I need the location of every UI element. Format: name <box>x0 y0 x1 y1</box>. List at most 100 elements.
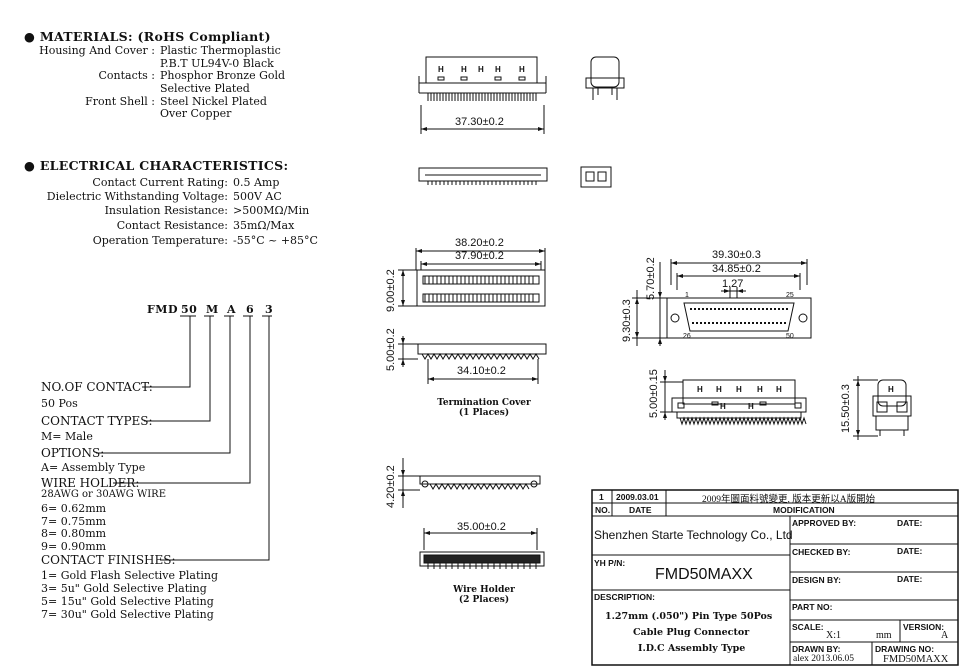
materials-value: P.B.T UL94V-0 Black <box>160 57 274 70</box>
pin-50-label: 50 <box>786 333 794 340</box>
materials-title-text: MATERIALS: (RoHS Compliant) <box>39 29 271 44</box>
dim-face-outer: 39.30±0.3 <box>712 249 761 261</box>
wire-holder-value: 28AWG or 30AWG WIRE <box>41 489 167 500</box>
drawn-by-label: DRAWN BY: <box>792 644 841 654</box>
checked-date-label: DATE: <box>897 546 923 556</box>
code-holder: 6 <box>246 303 255 316</box>
dim-side-left: 5.00±0.15 <box>648 369 660 418</box>
caption-line: Wire Holder <box>453 585 515 595</box>
electrical-label: Dielectric Withstanding Voltage: <box>46 190 228 203</box>
dim-face-height: 9.30±0.3 <box>621 299 633 342</box>
scale-value: X:1 <box>826 630 841 641</box>
checked-by-label: CHECKED BY: <box>792 547 851 557</box>
svg-text:H: H <box>736 385 742 394</box>
contact-finishes-value: 5= 15u" Gold Selective Plating <box>41 595 214 608</box>
dim-mid-height: 9.00±0.2 <box>385 269 397 312</box>
title-block-frame <box>591 489 959 666</box>
dim-cover-width: 34.10±0.2 <box>457 365 506 377</box>
side-view-small <box>585 56 625 100</box>
dim-side-right: 15.50±0.3 <box>840 384 852 433</box>
electrical-label: Insulation Resistance: <box>104 204 228 217</box>
caption-line: (1 Places) <box>458 408 510 418</box>
part-no-label: PART NO: <box>792 602 833 612</box>
wire-holder-value: 8= 0.80mm <box>41 527 107 540</box>
svg-text:H: H <box>757 385 763 394</box>
code-finish: 3 <box>265 303 274 316</box>
design-date-label: DATE: <box>897 574 923 584</box>
contact-finishes-value: 1= Gold Flash Selective Plating <box>41 569 219 582</box>
part-code-leaders <box>96 315 272 561</box>
dim-face-inner: 34.85±0.2 <box>712 263 761 275</box>
mating-face <box>632 259 812 346</box>
electrical-title-text: ELECTRICAL CHARACTERISTICS: <box>39 158 289 173</box>
version-value: A <box>941 630 949 641</box>
electrical-label: Contact Resistance: <box>116 219 228 232</box>
code-option: A <box>227 303 237 316</box>
approved-date-label: DATE: <box>897 518 923 528</box>
contact-types-label: CONTACT TYPES: <box>41 414 153 428</box>
electrical-label: Operation Temperature: <box>92 234 228 247</box>
options-label: OPTIONS: <box>41 446 105 460</box>
termination-cover-caption: Termination Cover (1 Places) <box>432 398 536 418</box>
no-of-contact-value: 50 Pos <box>41 397 78 410</box>
electrical-value: 0.5 Amp <box>233 176 280 189</box>
top-view <box>418 56 547 134</box>
revision-date: 2009.03.01 <box>616 492 659 502</box>
svg-text:H: H <box>776 385 782 394</box>
svg-text:H: H <box>519 65 525 74</box>
svg-text:H: H <box>748 402 754 411</box>
drawing-no-label: DRAWING NO: <box>875 644 935 654</box>
materials-label: Contacts : <box>98 69 155 82</box>
materials-value: Phosphor Bronze Gold <box>160 69 286 82</box>
front-view-strip <box>418 167 548 185</box>
header-date: DATE <box>629 505 652 515</box>
materials-value: Steel Nickel Plated <box>160 95 267 108</box>
code-contacts: 50 <box>181 303 198 316</box>
description-line: I.D.C Assembly Type <box>638 643 746 654</box>
wire-holder-caption: Wire Holder (2 Places) <box>432 585 536 605</box>
svg-text:H: H <box>888 385 894 394</box>
contact-types-value: M= Male <box>41 430 93 443</box>
pin-1-label: 1 <box>685 292 689 299</box>
pin-26-label: 26 <box>683 333 691 340</box>
code-type: M <box>206 303 219 316</box>
materials-value: Plastic Thermoplastic <box>160 44 281 57</box>
approved-by-label: APPROVED BY: <box>792 518 857 528</box>
contact-finishes-value: 3= 5u" Gold Selective Plating <box>41 582 207 595</box>
description-line: Cable Plug Connector <box>633 627 750 638</box>
svg-text:H: H <box>438 65 444 74</box>
electrical-value: 35mΩ/Max <box>233 219 295 232</box>
materials-label: Front Shell : <box>85 95 155 108</box>
electrical-value: -55°C ~ +85°C <box>233 234 318 247</box>
wire-holder-value: 7= 0.75mm <box>41 515 107 528</box>
part-number: FMD50MAXX <box>655 566 753 583</box>
dim-pitch: 1.27 <box>722 278 744 290</box>
dimension-arrows <box>401 127 860 535</box>
dim-top-width: 37.30±0.2 <box>455 116 504 128</box>
dim-mid-inner: 37.90±0.2 <box>455 250 504 262</box>
svg-text:H: H <box>716 385 722 394</box>
dim-holder-width: 35.00±0.2 <box>457 521 506 533</box>
drawn-by-value: alex 2013.06.05 <box>793 654 854 664</box>
options-value: A= Assembly Type <box>41 461 146 474</box>
electrical-value: 500V AC <box>233 190 282 203</box>
assembled-front <box>660 370 807 426</box>
svg-text:H: H <box>720 402 726 411</box>
drawing-no-value: FMD50MAXX <box>883 654 949 665</box>
pin-25-label: 25 <box>786 292 794 299</box>
scale-label: SCALE: <box>792 622 824 632</box>
svg-text:H: H <box>495 65 501 74</box>
side-view-strip <box>580 166 612 188</box>
units-value: mm <box>876 630 892 641</box>
wire-holder-value: 6= 0.62mm <box>41 502 107 515</box>
svg-text:H: H <box>478 65 484 74</box>
svg-text:H: H <box>697 385 703 394</box>
revision-modification: 2009年圖面料號變更, 版本更新以A版開始 <box>702 495 876 505</box>
plan-view <box>398 248 546 307</box>
dim-cover-height: 5.00±0.2 <box>385 328 397 371</box>
version-label: VERSION: <box>903 622 945 632</box>
caption-line: (2 Places) <box>458 595 510 605</box>
materials-title: ● MATERIALS: (RoHS Compliant) <box>24 29 271 44</box>
